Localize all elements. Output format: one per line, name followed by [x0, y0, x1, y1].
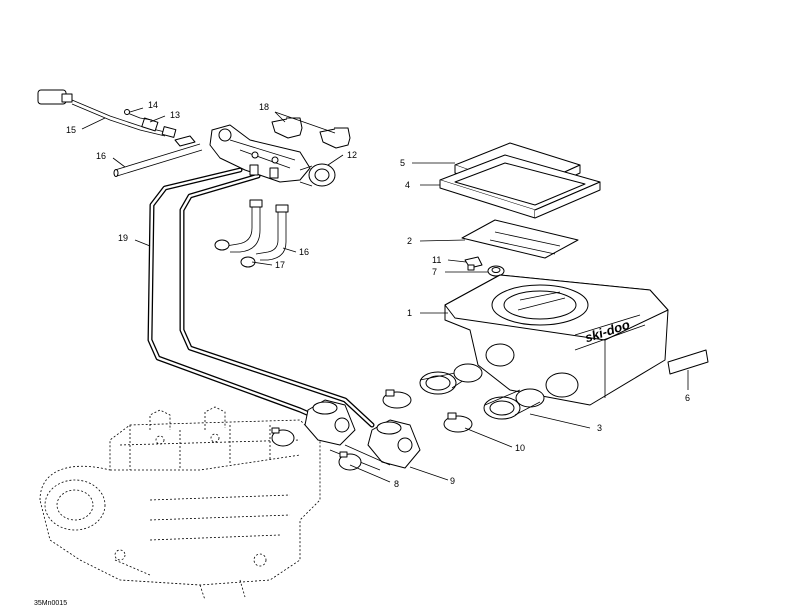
- callout-9: 9: [450, 476, 455, 486]
- part-1-airbox-housing: ski-doo: [444, 274, 669, 406]
- callout-19: 19: [118, 233, 128, 243]
- callout-17: 17: [275, 260, 285, 270]
- callout-18: 18: [259, 102, 269, 112]
- part-2-plate: [461, 219, 579, 259]
- callout-11: 11: [432, 255, 441, 265]
- callout-14: 14: [148, 100, 158, 110]
- callout-6: 6: [685, 393, 690, 403]
- callout-3: 3: [597, 423, 602, 433]
- part-7-plug: [487, 265, 505, 277]
- callout-16-left: 16: [96, 151, 106, 161]
- callout-7: 7: [432, 267, 437, 277]
- part-13-14-fittings: [124, 109, 196, 147]
- line-19-hoses: [147, 167, 375, 428]
- leader-lines: [81, 107, 689, 483]
- callout-13: 13: [170, 110, 180, 120]
- figure-reference-code: 35Mn0015: [34, 600, 67, 607]
- part-17-clamps: [214, 239, 256, 268]
- callout-15: 15: [66, 125, 76, 135]
- pump-manifold-assembly: [209, 124, 311, 183]
- callout-2: 2: [407, 236, 412, 246]
- part-16-hoses: [113, 143, 289, 261]
- callout-labels: 1 2 3 4 5 6 7 8 9 10 11 12 13 14 15 16 1…: [34, 100, 690, 607]
- carburetor-assembly: [304, 399, 421, 471]
- part-8-clamps: [271, 427, 362, 471]
- engine-outline: [39, 406, 321, 601]
- part-6-decal: [667, 349, 709, 375]
- callout-1: 1: [407, 308, 412, 318]
- part-3-adaptors: [419, 363, 545, 420]
- part-11-grommet: [464, 256, 483, 271]
- callout-8: 8: [394, 479, 399, 489]
- callout-16-center: 16: [299, 247, 309, 257]
- callout-12: 12: [347, 150, 357, 160]
- callout-4: 4: [405, 180, 410, 190]
- part-12-sleeve: [299, 163, 336, 187]
- callout-10: 10: [515, 443, 525, 453]
- part-18-brackets: [271, 117, 351, 149]
- callout-5: 5: [400, 158, 405, 168]
- part-4-filter-frame: [439, 154, 601, 219]
